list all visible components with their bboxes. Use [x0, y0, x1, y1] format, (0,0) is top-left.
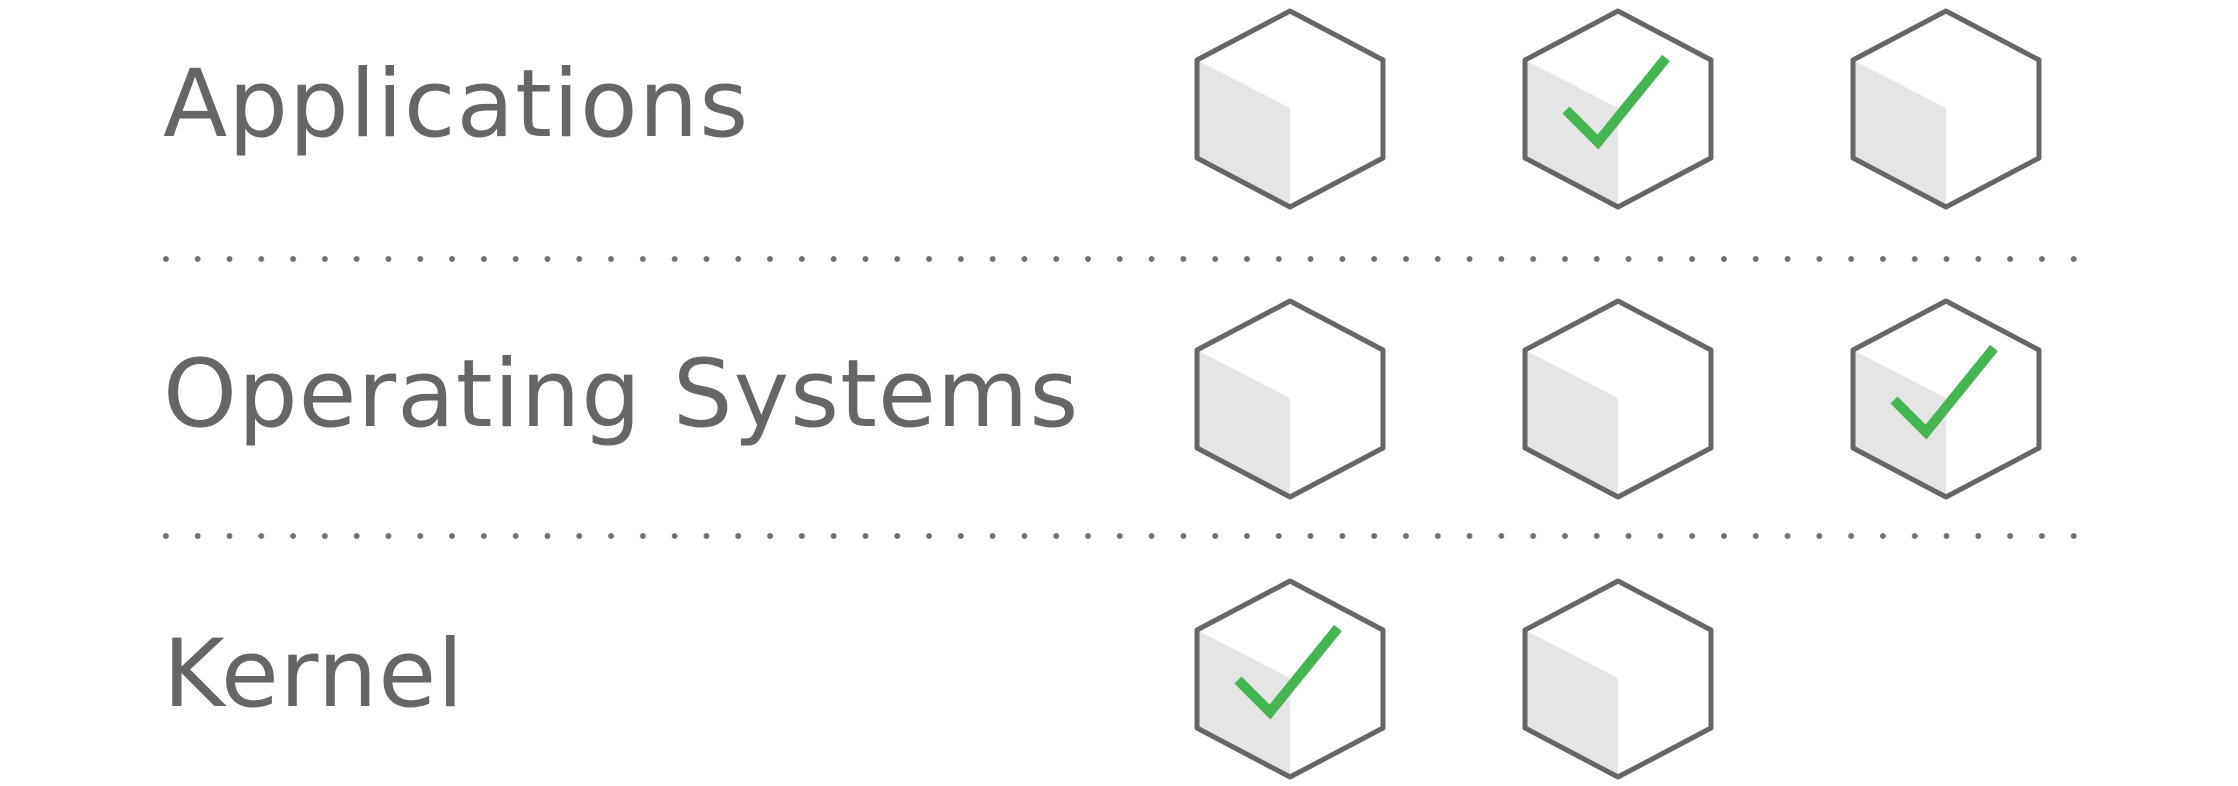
cube-checked-icon: [1522, 8, 1714, 210]
cube-outline: [1194, 578, 1386, 780]
cube-outline: [1522, 578, 1714, 780]
checkmark-icon: [1890, 344, 1998, 440]
cube-checked-icon: [1194, 578, 1386, 780]
cube-outline: [1522, 8, 1714, 210]
cube-outline: [1194, 8, 1386, 210]
row-divider: [150, 532, 2080, 540]
row-label-applications: Applications: [163, 50, 750, 159]
cube-outline: [1522, 298, 1714, 500]
cube-outline: [1850, 298, 2042, 500]
row-label-kernel: Kernel: [163, 620, 465, 729]
cube-outline: [1194, 298, 1386, 500]
checkmark-icon: [1562, 54, 1670, 150]
cube-empty-icon: [1194, 298, 1386, 500]
cube-outline: [1850, 8, 2042, 210]
cube-empty-icon: [1522, 578, 1714, 780]
cube-empty-icon: [1522, 298, 1714, 500]
cube-checked-icon: [1850, 298, 2042, 500]
cube-empty-icon: [1194, 8, 1386, 210]
row-divider: [150, 255, 2080, 263]
checkmark-icon: [1234, 624, 1342, 720]
cube-empty-icon: [1850, 8, 2042, 210]
row-label-operating-systems: Operating Systems: [163, 340, 1080, 449]
